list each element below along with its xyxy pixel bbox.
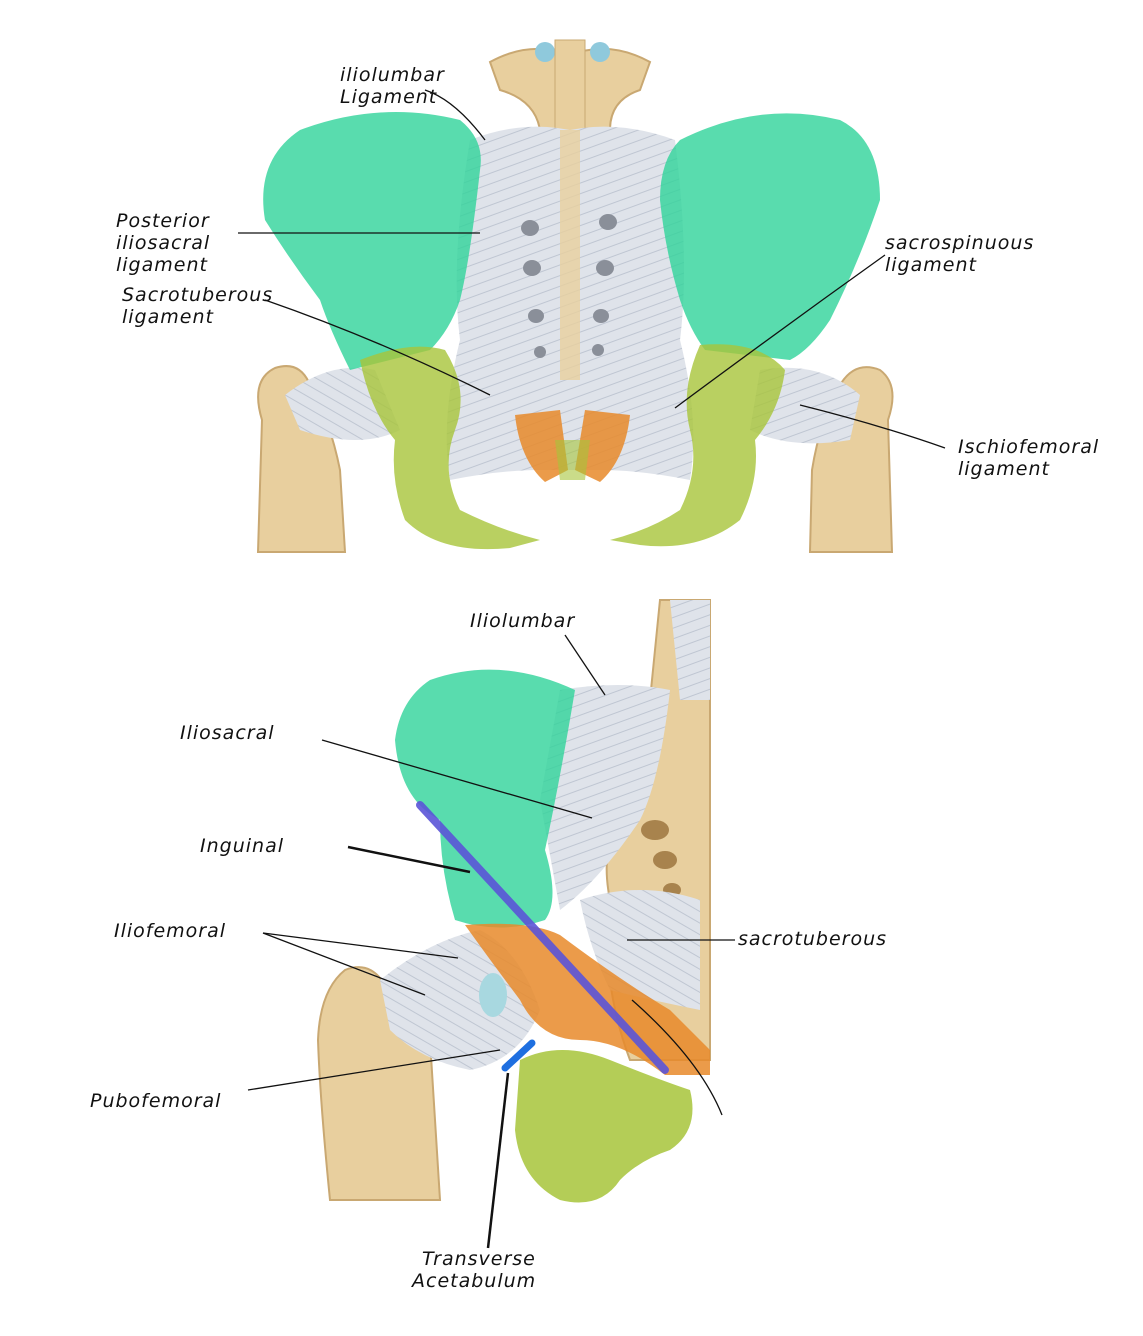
inguinal-leader xyxy=(347,845,471,874)
iliosacral-sheet xyxy=(540,685,670,910)
label-iliosacral: Iliosacral xyxy=(180,722,275,744)
label-iliolumbar: Iliolumbar xyxy=(470,610,576,632)
left-ilium xyxy=(263,112,481,370)
label-iliofemoral: Iliofemoral xyxy=(114,920,227,942)
label-sacrotuberous: sacrotuberous xyxy=(738,928,888,950)
label-transverse-acetabulum: Transverse Acetabulum xyxy=(412,1248,537,1292)
label-sacrospinous-ligament: sacrospinuous ligament xyxy=(885,232,1035,276)
right-ischium xyxy=(610,344,785,547)
transverse-acetabular-band xyxy=(501,1039,536,1072)
ischium-bottom xyxy=(515,1050,693,1203)
ilium-bottom xyxy=(395,669,575,928)
label-ischiofemoral-ligament: Ischiofemoral ligament xyxy=(958,436,1100,480)
pubic-region xyxy=(515,410,568,482)
pubis-bottom xyxy=(465,923,710,1075)
label-pubofemoral: Pubofemoral xyxy=(90,1090,222,1112)
label-inguinal: Inguinal xyxy=(200,835,284,857)
pubic-region-right xyxy=(575,410,630,482)
label-posterior-iliosacral-ligament: Posterior iliosacral ligament xyxy=(116,210,211,276)
posterior-pelvis-view xyxy=(238,39,946,553)
inguinal-ligament-band xyxy=(416,801,669,1074)
sacral-foramina xyxy=(521,214,617,358)
top-leader-lines xyxy=(238,89,946,449)
label-iliolumbar-ligament: iliolumbar Ligament xyxy=(340,64,445,108)
anterior-pelvis-view xyxy=(247,599,735,1249)
bottom-leader-lines xyxy=(247,634,735,1116)
left-ischium xyxy=(360,346,540,550)
transverse-acetabulum-leader xyxy=(486,1072,510,1249)
right-ilium xyxy=(660,113,880,360)
label-sacrotuberous-ligament-top: Sacrotuberous ligament xyxy=(122,284,274,328)
